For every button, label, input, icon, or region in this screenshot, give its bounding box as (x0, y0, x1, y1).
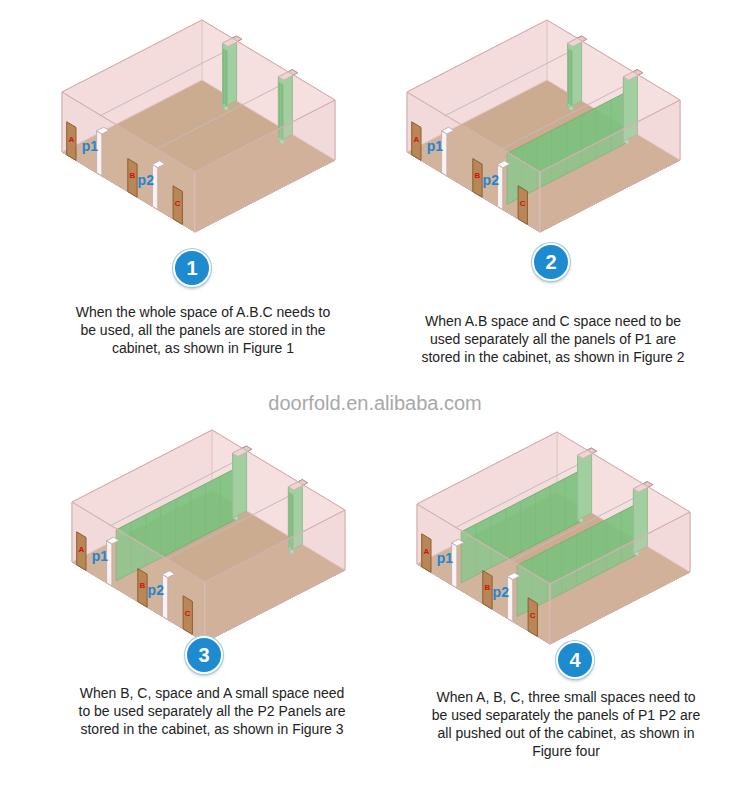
ceiling (72, 430, 345, 582)
pillar-top (162, 571, 174, 578)
door (528, 598, 537, 637)
pillar-top (497, 161, 509, 168)
door-letter: B (130, 172, 136, 180)
door (173, 186, 182, 225)
door (412, 122, 421, 161)
pillar-top (507, 573, 519, 580)
pillar (107, 541, 112, 586)
door-letter: C (185, 610, 191, 618)
caption-text: When the whole space of A.B.C needs to b… (68, 303, 338, 357)
panel-label: p2 (138, 173, 154, 187)
pillar (162, 574, 167, 619)
ceiling (417, 432, 690, 584)
caption-text: When A.B space and C space need to be us… (418, 312, 688, 366)
door-letter: C (520, 200, 526, 208)
pillar (507, 576, 512, 621)
panel-label: p1 (427, 139, 443, 153)
pillar-top (152, 161, 164, 168)
step-number-circle: 3 (185, 636, 223, 674)
door (483, 571, 492, 610)
step-number-circle: 4 (556, 641, 594, 679)
door (518, 186, 527, 225)
step-number-circle: 2 (532, 243, 570, 281)
door-letter: A (68, 136, 74, 144)
step-number-circle: 1 (173, 249, 211, 287)
door (422, 534, 431, 573)
door-letter: C (175, 200, 181, 208)
door (128, 159, 137, 198)
step-number: 4 (569, 650, 580, 670)
door-letter: A (78, 546, 84, 554)
pillar-top (97, 127, 109, 134)
door (77, 532, 86, 571)
step-number: 2 (545, 252, 556, 272)
panel-label: p1 (437, 551, 453, 565)
panel-label: p1 (82, 139, 98, 153)
watermark: doorfold.en.alibaba.com (268, 392, 481, 414)
pillar (442, 131, 447, 176)
caption-text: When A, B, C, three small spaces need to… (431, 688, 701, 760)
pillar (97, 131, 102, 176)
panel-label: p1 (92, 549, 108, 563)
door-letter: A (423, 548, 429, 556)
ceiling (62, 20, 335, 172)
pillar-top (442, 127, 454, 134)
door-letter: A (413, 136, 419, 144)
door (138, 569, 147, 608)
ceiling (407, 20, 680, 172)
door (67, 122, 76, 161)
pillar-top (452, 539, 464, 546)
step-number: 3 (198, 645, 209, 665)
pillar (152, 164, 157, 209)
pillar (497, 164, 502, 209)
panel-label: p2 (483, 173, 499, 187)
door (183, 596, 192, 635)
pillar (452, 543, 457, 588)
panel-label: p2 (148, 583, 164, 597)
door-letter: B (475, 172, 481, 180)
panel-label: p2 (493, 585, 509, 599)
caption-text: When B, C, space and A small space need … (77, 684, 347, 738)
step-number: 1 (186, 258, 197, 278)
door-letter: B (485, 584, 491, 592)
door (473, 159, 482, 198)
door-letter: C (530, 612, 536, 620)
door-letter: B (140, 582, 146, 590)
pillar-top (107, 537, 119, 544)
